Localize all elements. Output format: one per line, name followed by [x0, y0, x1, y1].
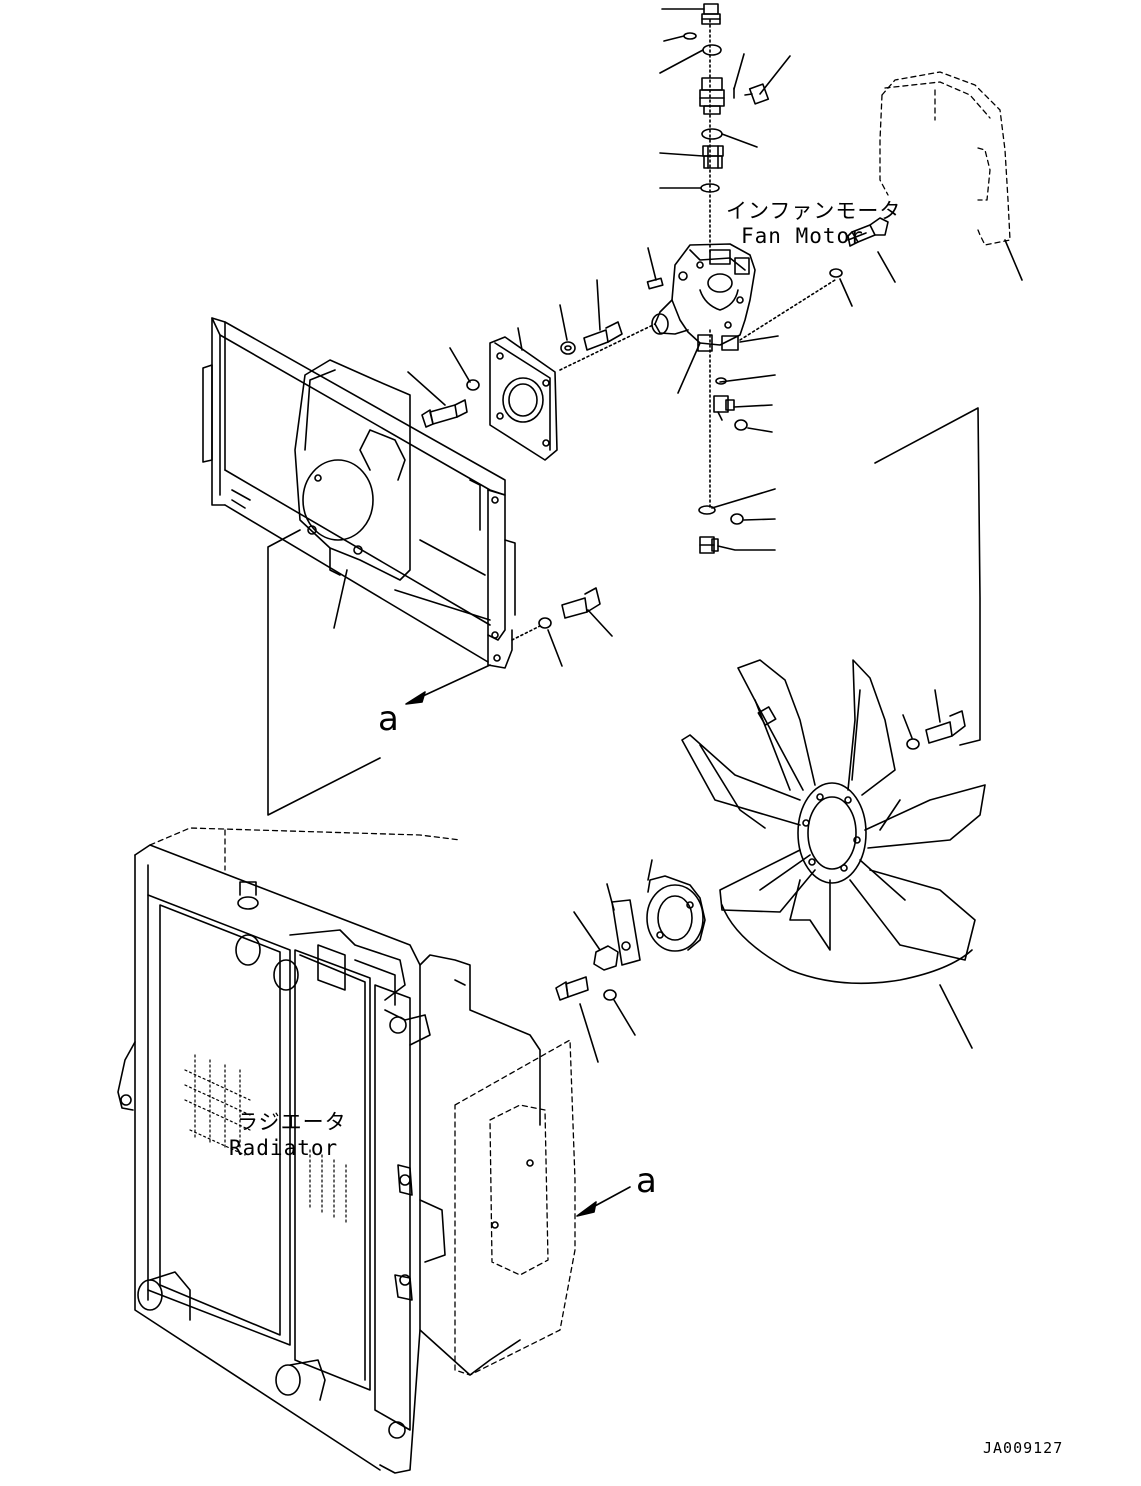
washer-frame [466, 379, 480, 391]
fan-motor [559, 243, 836, 394]
bolt-frame-left [421, 399, 468, 428]
bracket [606, 883, 641, 966]
side-elbow-fitting [744, 83, 770, 105]
view-arrow-upper [405, 664, 491, 705]
bolt-washer-fan [902, 689, 966, 750]
bolt-washer-frame [511, 587, 613, 667]
assembly-line-right [874, 407, 981, 746]
view-label-a-lower: a [636, 1161, 657, 1201]
leader-guard [1004, 239, 1023, 281]
bolt-washer-right [829, 217, 896, 307]
radiator-label-jp: ラジエータ [237, 1110, 347, 1134]
o-ring-5 [698, 505, 716, 515]
o-ring-3 [701, 128, 723, 140]
fan-mount-frame [202, 317, 516, 669]
o-ring-small-1 [683, 32, 697, 40]
fitting-stack [659, 3, 791, 511]
elbow-fitting-top [701, 3, 721, 25]
elbow-fitting-side [713, 395, 735, 421]
bolt-washer-bracket [555, 976, 636, 1063]
leader-fan [939, 984, 973, 1049]
fan-guard-shroud [879, 71, 1011, 246]
drawing-code: JA009127 [983, 1439, 1064, 1457]
leader-frame [333, 569, 348, 629]
assembly-line-left [267, 529, 381, 816]
mount-plate [489, 336, 558, 461]
shaft-key [646, 277, 664, 290]
motor-lower-fittings [698, 377, 776, 554]
o-ring-2 [702, 44, 722, 56]
radiator-label-en: Radiator [229, 1136, 339, 1160]
fan-spacer [646, 875, 706, 952]
cooling-fan [681, 659, 986, 985]
nut-fitting [702, 145, 724, 169]
adapter-fitting [699, 77, 725, 115]
radiator [117, 827, 541, 1474]
plug-fitting [699, 536, 719, 554]
fan-motor-label-en: Fan Motor [741, 224, 864, 248]
leaders-plate [407, 279, 601, 406]
cover-bolt-hole [526, 1159, 534, 1167]
leader-spacer [647, 859, 653, 881]
cover-bolt-hole [491, 1221, 499, 1229]
bolt-plate [583, 321, 623, 351]
view-arrow-lower [576, 1186, 631, 1217]
washer-plate [560, 341, 576, 355]
view-label-a-upper: a [378, 699, 399, 739]
fan-motor-label-jp: インファンモータ [726, 199, 902, 223]
nut [573, 911, 619, 971]
radiator-side-cover [454, 1039, 576, 1376]
